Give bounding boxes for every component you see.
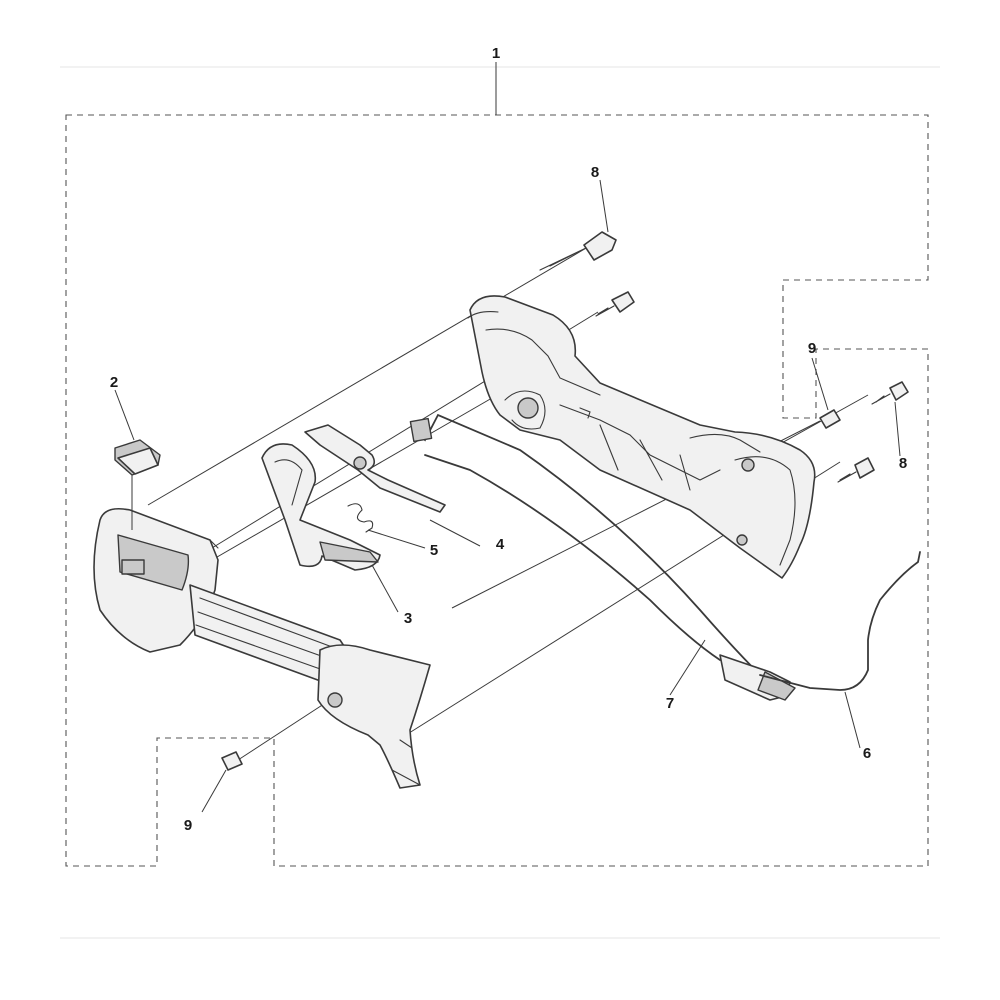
callout-8-right: 8	[899, 455, 907, 472]
alignment-lines	[147, 246, 869, 761]
screw-8-upper	[539, 231, 617, 271]
screw-9-left	[221, 751, 243, 771]
part-5-spring	[347, 503, 374, 533]
callout-7: 7	[666, 695, 674, 712]
callout-5: 5	[430, 542, 438, 559]
callout-9-right: 9	[808, 340, 816, 357]
callout-3: 3	[404, 610, 412, 627]
callout-labels: 1 2 3 4 5 6 7 8 8 9 9	[110, 45, 907, 834]
handle-housing-right-half	[467, 295, 816, 579]
callout-2: 2	[110, 374, 118, 391]
screw-8-right	[871, 381, 909, 405]
callout-1: 1	[492, 45, 500, 62]
callout-4: 4	[496, 536, 505, 553]
callout-8-top: 8	[591, 164, 599, 181]
screw-8-lower	[837, 457, 875, 483]
part-4-lockout-lever	[304, 424, 446, 513]
screw-9-right	[819, 409, 841, 429]
callout-9-left: 9	[184, 817, 192, 834]
handle-housing-left-half	[93, 507, 431, 789]
callout-leaders	[114, 179, 901, 813]
part-3-throttle-trigger	[261, 443, 381, 571]
assembly-boundary	[65, 114, 929, 867]
part-2-switch	[114, 439, 161, 476]
part-6-ground-wire	[759, 551, 921, 691]
callout-6: 6	[863, 745, 871, 762]
part-7-cable	[409, 413, 796, 701]
screw-8-middle	[595, 291, 635, 317]
